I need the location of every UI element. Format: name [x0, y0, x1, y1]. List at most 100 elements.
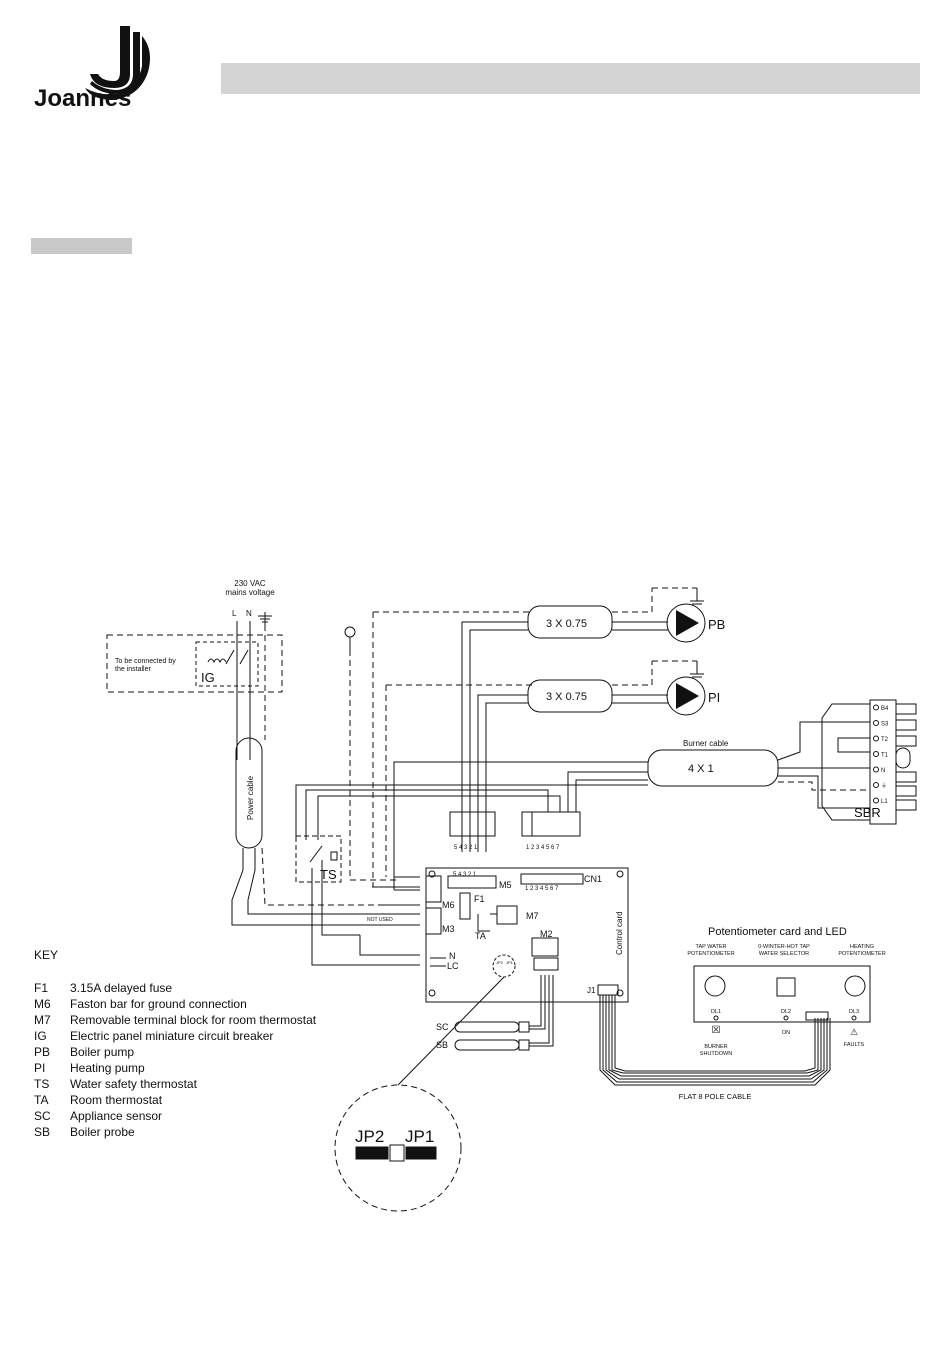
winter-selector: [776, 977, 796, 997]
pi-pump: [666, 676, 706, 716]
installer-box: [106, 634, 283, 693]
warning-icon: ⚠: [850, 1027, 858, 1037]
key-desc: Faston bar for ground connection: [70, 997, 247, 1011]
m2-label: M2: [540, 929, 553, 939]
pot-tap-label-1: TAP WATER: [696, 944, 727, 950]
key-code: F1: [34, 981, 49, 995]
brand-wordmark: Joannes: [34, 85, 131, 112]
sbr-terminal-screw: [873, 735, 879, 742]
phase-label: L: [232, 609, 237, 618]
sbr-terminal-screw: [873, 704, 879, 711]
key-desc: Boiler probe: [70, 1125, 135, 1139]
j1-label: J1: [587, 986, 596, 995]
key-desc: Water safety thermostat: [70, 1077, 197, 1091]
flat-8-pole-cable: [599, 995, 831, 1086]
dl1-label: DL1: [711, 1009, 721, 1015]
installer-note-2: the installer: [115, 666, 151, 673]
m5-pins: 5 4 3 2 1: [453, 872, 477, 878]
key-desc: Removable terminal block for room thermo…: [70, 1013, 317, 1027]
sbr-terminal-label: S3: [881, 722, 889, 728]
ts-label: TS: [320, 867, 337, 882]
key-desc: 3.15A delayed fuse: [70, 981, 173, 995]
key-code: IG: [34, 1029, 47, 1043]
sb-label: SB: [436, 1040, 448, 1050]
sbr-terminal-label: N: [881, 768, 885, 774]
ta-label: TA: [475, 931, 486, 941]
sbr-terminal-label: T1: [881, 753, 889, 759]
power-cable-label: Power cable: [246, 775, 255, 820]
f1-label: F1: [474, 894, 485, 904]
pi-pump-symbol: [676, 683, 699, 709]
key-desc: Electric panel miniature circuit breaker: [70, 1029, 274, 1043]
installer-note-1: To be connected by: [115, 658, 176, 665]
jumper-magnified: [334, 1084, 462, 1212]
neutral-label: N: [246, 609, 252, 618]
jp1-label: JP1: [405, 1127, 434, 1146]
m5-label: M5: [499, 880, 512, 890]
n-label: N: [449, 951, 456, 961]
not-used-label: NOT USED: [367, 917, 393, 923]
cn1-connector: [520, 873, 584, 885]
cn1-label: CN1: [584, 874, 602, 884]
section-heading-bar: [31, 238, 132, 254]
sbr-terminal-label: L1: [881, 799, 888, 805]
jp2-small-label: JP2: [496, 960, 504, 965]
cable-pi-label: 3 X 0.75: [546, 691, 587, 703]
key-code: M7: [34, 1013, 51, 1027]
key-code: PI: [34, 1061, 46, 1075]
key-code: PB: [34, 1045, 51, 1059]
control-card-label: Control card: [615, 911, 624, 955]
key-desc: Appliance sensor: [70, 1109, 163, 1123]
header-title-bar: [221, 63, 920, 94]
cn1-pins: 1 2 3 4 5 6 7: [525, 886, 559, 892]
sbr-terminal-screw: [873, 766, 879, 773]
m6-faston: [425, 875, 442, 903]
sbr-terminal-screw: [873, 751, 879, 757]
key-item: TA Room thermostat: [34, 1092, 316, 1108]
power-cable: [235, 737, 263, 849]
sbr-terminal-screw: [873, 720, 879, 726]
burner-shutdown-label-2: SHUTDOWN: [700, 1051, 732, 1057]
pot-tap-label-2: POTENTIOMETER: [687, 951, 734, 957]
pb-pump: [666, 603, 706, 643]
mains-supply: [236, 612, 272, 740]
cable-pb-label: 3 X 0.75: [546, 618, 587, 630]
sc-label: SC: [436, 1022, 449, 1032]
m7-terminal: [496, 905, 518, 925]
cable-pi-sheath: [527, 679, 613, 713]
ig-label: IG: [201, 670, 215, 685]
potentiometer-card: [693, 965, 871, 1023]
key-desc: Room thermostat: [70, 1093, 163, 1107]
sbr-terminal-label: ⏚: [881, 783, 887, 790]
lc-label: LC: [447, 961, 459, 971]
sbr-housing: [821, 703, 871, 821]
pb-pump-symbol: [676, 610, 699, 636]
pi-label: PI: [708, 690, 720, 705]
key-code: SB: [34, 1125, 51, 1139]
m2-connector: [531, 937, 559, 957]
sbr-terminal-label: B4: [881, 706, 889, 712]
cable-burner-label: 4 X 1: [688, 763, 714, 775]
m3-label: M3: [442, 924, 455, 934]
key-code: TA: [34, 1093, 49, 1107]
dl2-label: DL2: [781, 1009, 791, 1015]
key-item: SB Boiler probe: [34, 1124, 316, 1140]
key-code: M6: [34, 997, 51, 1011]
connector-7pin: [521, 811, 581, 837]
pot-heat-label-2: POTENTIOMETER: [838, 951, 885, 957]
pot-sel-label-2: WATER SELECTOR: [759, 951, 809, 957]
connector-right-pins: 1 2 3 4 5 6 7: [526, 845, 560, 851]
pot-card-title: Potentiometer card and LED: [708, 926, 847, 938]
ig-breaker: [195, 641, 259, 687]
m5-connector: [447, 875, 497, 889]
supply-label: mains voltage: [225, 588, 275, 597]
m7-label: M7: [526, 911, 539, 921]
ts-thermostat: [295, 835, 342, 883]
sb-probe: [454, 1039, 520, 1051]
key-item: IG Electric panel miniature circuit break…: [34, 1028, 316, 1044]
